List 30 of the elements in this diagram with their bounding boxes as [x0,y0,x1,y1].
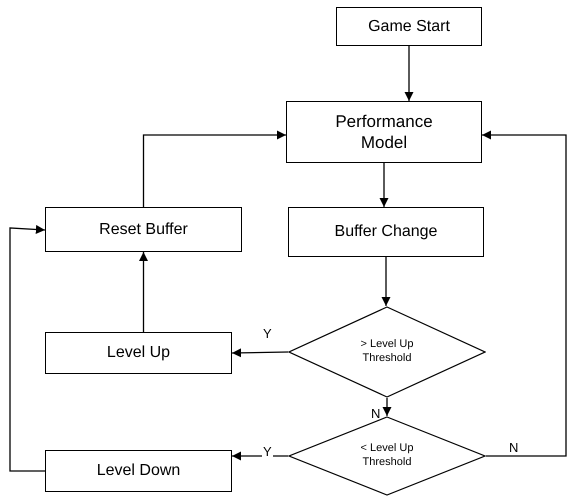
decision-diamond [288,306,486,398]
decision-diamond [288,416,486,496]
edge-label: N [508,441,520,454]
process-box [288,207,484,257]
arrow [382,398,392,416]
decision-text: < Level Up Threshold [360,442,414,470]
process-box [336,7,482,46]
box-label: Level Down [96,461,182,481]
edge-label: N [370,407,382,420]
box-label: Performance Model [334,110,434,154]
box-label: Buffer Change [334,222,438,242]
box-label: Reset Buffer [98,220,189,240]
box-label: Game Start [367,16,451,36]
process-box [45,332,232,374]
process-box [286,101,482,163]
arrow [381,257,391,306]
process-box [45,207,242,252]
arrow [482,130,567,457]
box-label: Level Up [106,343,172,363]
edge-label: Y [262,327,273,340]
arrow [142,130,286,207]
arrow [9,224,46,472]
arrow [232,451,288,461]
process-box [45,450,232,492]
arrow [138,252,148,332]
arrow [379,163,389,207]
arrow [404,46,414,101]
decision-text: > Level Up Threshold [360,338,414,366]
arrow [232,348,288,358]
edge-label: Y [262,445,273,458]
